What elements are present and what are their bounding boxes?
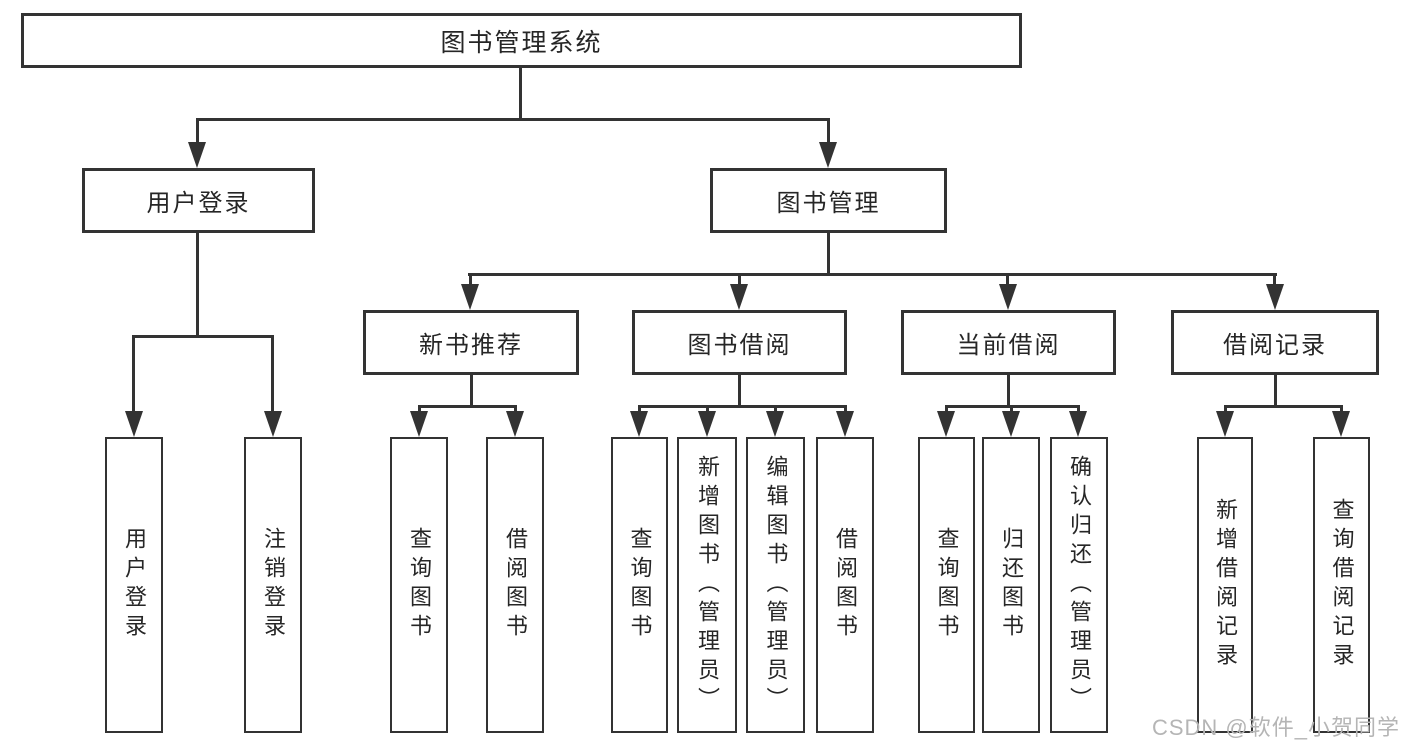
connector-line — [1224, 405, 1342, 408]
node-label: 借阅图书 — [503, 527, 528, 643]
connector-line — [519, 66, 522, 120]
arrow-down-icon — [999, 284, 1017, 310]
csdn-watermark: CSDN @软件_小贺同学 — [1151, 715, 1400, 740]
arrow-down-icon — [836, 411, 854, 437]
connector-line — [1010, 405, 1013, 415]
node-label: 查询借阅记录 — [1329, 498, 1355, 672]
node-label: 新增图书（管理员） — [695, 454, 720, 716]
leaf-query-books-recommend: 查询图书 — [390, 437, 448, 733]
connector-line — [774, 405, 777, 415]
leaf-confirm-return-admin: 确认归还（管理员） — [1050, 437, 1108, 733]
node-book-management: 图书管理 — [710, 168, 947, 233]
connector-line — [469, 273, 472, 287]
connector-line — [1274, 373, 1277, 407]
connector-line — [638, 405, 846, 408]
node-label: 查询图书 — [407, 527, 432, 643]
node-label: 新书推荐 — [419, 332, 523, 359]
node-label: 注销登录 — [261, 527, 286, 643]
node-label: 借阅记录 — [1223, 332, 1327, 359]
connector-line — [638, 405, 641, 415]
connector-line — [468, 273, 1277, 276]
node-label: 查询图书 — [934, 527, 960, 643]
leaf-query-books-current: 查询图书 — [918, 437, 975, 733]
connector-line — [945, 405, 948, 415]
connector-line — [418, 405, 517, 408]
arrow-down-icon — [730, 284, 748, 310]
arrow-down-icon — [1332, 411, 1350, 437]
connector-line — [738, 273, 741, 287]
leaf-query-borrow-record: 查询借阅记录 — [1313, 437, 1370, 733]
connector-line — [196, 118, 199, 146]
arrow-down-icon — [264, 411, 282, 437]
node-label: 新增借阅记录 — [1213, 498, 1238, 672]
connector-line — [514, 405, 517, 415]
leaf-edit-book-admin: 编辑图书（管理员） — [746, 437, 805, 733]
connector-line — [271, 335, 274, 413]
connector-line — [132, 335, 274, 338]
leaf-query-books-borrowing: 查询图书 — [611, 437, 668, 733]
leaf-add-book-admin: 新增图书（管理员） — [677, 437, 737, 733]
node-root-library-system: 图书管理系统 — [21, 13, 1022, 68]
arrow-down-icon — [937, 411, 955, 437]
node-label: 借阅图书 — [833, 527, 858, 643]
arrow-down-icon — [819, 142, 837, 168]
leaf-logout: 注销登录 — [244, 437, 302, 733]
node-label: 用户登录 — [122, 527, 147, 643]
connector-line — [418, 405, 421, 415]
node-new-book-recommend: 新书推荐 — [363, 310, 579, 375]
arrow-down-icon — [698, 411, 716, 437]
connector-line — [470, 373, 473, 407]
node-label: 图书借阅 — [687, 332, 792, 359]
connector-line — [1340, 405, 1343, 415]
leaf-borrow-books-borrowing: 借阅图书 — [816, 437, 874, 733]
arrow-down-icon — [1002, 411, 1020, 437]
connector-line — [1077, 405, 1080, 415]
arrow-down-icon — [461, 284, 479, 310]
leaf-borrow-books-recommend: 借阅图书 — [486, 437, 544, 733]
arrow-down-icon — [506, 411, 524, 437]
arrow-down-icon — [1266, 284, 1284, 310]
arrow-down-icon — [1069, 411, 1087, 437]
arrow-down-icon — [766, 411, 784, 437]
connector-line — [844, 405, 847, 415]
connector-line — [738, 373, 741, 407]
connector-line — [706, 405, 709, 415]
leaf-return-book: 归还图书 — [982, 437, 1040, 733]
node-label: 用户登录 — [146, 190, 251, 217]
node-label: 确认归还（管理员） — [1067, 454, 1092, 716]
node-borrowing-records: 借阅记录 — [1171, 310, 1379, 375]
leaf-user-login: 用户登录 — [105, 437, 163, 733]
node-label: 图书管理 — [776, 190, 881, 217]
connector-line — [1007, 373, 1010, 407]
connector-line — [132, 335, 135, 413]
node-book-borrowing: 图书借阅 — [632, 310, 847, 375]
node-label: 图书管理系统 — [440, 28, 603, 57]
connector-line — [827, 118, 830, 146]
node-user-login: 用户登录 — [82, 168, 315, 233]
arrow-down-icon — [630, 411, 648, 437]
node-label: 编辑图书（管理员） — [763, 454, 789, 716]
leaf-add-borrow-record: 新增借阅记录 — [1197, 437, 1253, 733]
arrow-down-icon — [1216, 411, 1234, 437]
node-label: 当前借阅 — [956, 332, 1061, 359]
connector-line — [196, 231, 199, 337]
node-label: 归还图书 — [999, 527, 1024, 643]
arrow-down-icon — [125, 411, 143, 437]
arrow-down-icon — [410, 411, 428, 437]
connector-line — [1006, 273, 1009, 287]
connector-line — [1224, 405, 1227, 415]
arrow-down-icon — [188, 142, 206, 168]
connector-line — [827, 231, 830, 275]
connector-line — [196, 118, 830, 121]
connector-line — [1273, 273, 1276, 287]
node-current-borrowing: 当前借阅 — [901, 310, 1116, 375]
node-label: 查询图书 — [627, 527, 653, 643]
